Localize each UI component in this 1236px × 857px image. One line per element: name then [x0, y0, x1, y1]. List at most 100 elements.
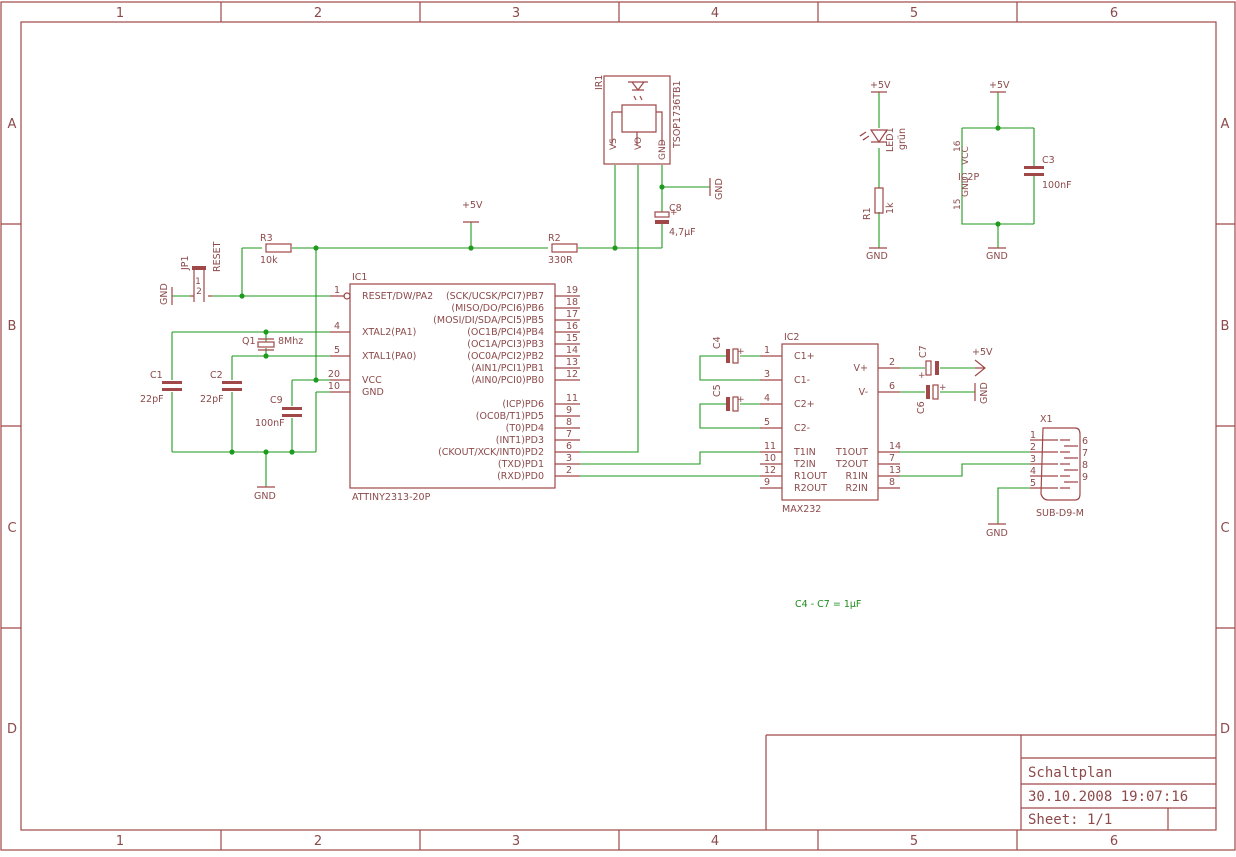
col-label-1-bottom: 1 — [116, 834, 124, 849]
ic1-pin-name: (AIN0/PCI0)PB0 — [471, 375, 544, 386]
ic1-pin-name: (OC0A/PCI2)PB2 — [467, 351, 544, 362]
ic1-pin-number: 7 — [566, 429, 572, 440]
gnd-label-led: GND — [866, 251, 888, 262]
ic1-pin-number: 11 — [566, 393, 578, 404]
gnd-label-ir1: GND — [714, 178, 725, 200]
row-label-b: B — [8, 319, 17, 334]
ic2-pin-name: R1OUT — [794, 471, 827, 482]
ic2-pin-number: 13 — [889, 465, 901, 476]
gnd-label-x1: GND — [986, 528, 1008, 539]
jumper-jp1: 1 2 JP1 RESET — [180, 241, 223, 302]
ic1-pin-number: 12 — [566, 369, 578, 380]
ir-receiver-ir1: VS VO GND IR1 TSOP1736TB1 — [594, 75, 683, 165]
vcc-label-c7: +5V — [972, 347, 993, 358]
ic1-pin-name: (INT1)PD3 — [496, 435, 544, 446]
ic2-pin-name: R1IN — [845, 471, 868, 482]
c7-ref: C7 — [918, 345, 929, 358]
ic1-pin-number: 20 — [328, 369, 340, 380]
ic2-pin-name: C1- — [794, 375, 810, 386]
q1-value: 8Mhz — [278, 336, 303, 347]
ic2-max232: IC2 MAX232 1C1+3C1-4C2+5C2-11T1IN10T2IN1… — [760, 332, 901, 515]
capacitor-c1: C1 22pF — [140, 370, 182, 405]
c8-ref: C8 — [669, 203, 682, 214]
capacitor-c9: C9 100nF — [255, 395, 302, 429]
ic2-body — [781, 343, 879, 501]
x1-pin-number: 6 — [1082, 436, 1088, 447]
c2-ref: C2 — [210, 370, 223, 381]
resistor-r2: R2 330R — [548, 233, 578, 266]
x1-pin-number: 9 — [1082, 472, 1088, 483]
vcc-label-ic2p: +5V — [989, 80, 1010, 91]
ir1-arrows — [633, 95, 643, 101]
ic2-pin-number: 9 — [764, 477, 770, 488]
x1-pin-number: 1 — [1030, 430, 1036, 441]
title-block-sheet: Sheet: 1/1 — [1028, 812, 1112, 828]
q1-ref: Q1 — [242, 336, 256, 347]
ic2p-gnd-pin: 15 — [953, 199, 963, 210]
ic1-pin-name: (OC1A/PCI3)PB3 — [467, 339, 544, 350]
ic1-pin-name: (OC1B/PCI4)PB4 — [467, 327, 544, 338]
c9-ref: C9 — [270, 395, 283, 406]
ic1-pin-number: 3 — [566, 453, 572, 464]
ic2-pin-number: 3 — [764, 369, 770, 380]
col-label-4-bottom: 4 — [711, 834, 719, 849]
capacitor-c5: + C5 — [712, 384, 745, 412]
ic2-pin-name: T2IN — [793, 459, 816, 470]
row-label-d-right: D — [1220, 722, 1230, 737]
ic2-pin-name: C2+ — [794, 399, 815, 410]
ic1-pin-number: 8 — [566, 417, 572, 428]
x1-pin-number: 2 — [1030, 442, 1036, 453]
col-label-3: 3 — [512, 6, 520, 21]
ic2-pin-number: 10 — [764, 453, 776, 464]
ic1-pin-number: 18 — [566, 297, 578, 308]
ic2-pin-number: 12 — [764, 465, 776, 476]
x1-pin-number: 8 — [1082, 460, 1088, 471]
c7-plus: + — [918, 371, 926, 381]
gnd-label-jp1: GND — [159, 283, 170, 305]
x1-pin-number: 7 — [1082, 448, 1088, 459]
col-label-6: 6 — [1110, 6, 1118, 21]
col-label-2: 2 — [314, 6, 322, 21]
ic1-pin-number: 2 — [566, 465, 572, 476]
ic1-right-pins: 19(SCK/UCSK/PCI7)PB718(MISO/DO/PCI6)PB61… — [433, 285, 580, 482]
c6-plus: + — [939, 383, 947, 393]
resistor-r3: R3 10k — [260, 233, 292, 266]
r1-value: 1k — [885, 202, 896, 214]
ic1-pin-name: (AIN1/PCI1)PB1 — [471, 363, 544, 374]
title-block-title: Schaltplan — [1028, 765, 1112, 781]
title-block-date: 30.10.2008 19:07:16 — [1028, 789, 1188, 805]
row-label-c: C — [7, 521, 16, 536]
ic1-pin-name: (ICP)PD6 — [502, 399, 544, 410]
ic1-pin-name: (RXD)PD0 — [497, 471, 544, 482]
c8-value: 4,7µF — [669, 227, 696, 238]
ic2-pin-number: 1 — [764, 345, 770, 356]
ic2-pin-name: T1IN — [793, 447, 816, 458]
junctions — [229, 125, 1001, 455]
led-led1: LED1 grün — [859, 127, 908, 152]
x1-pin-number: 4 — [1030, 466, 1036, 477]
ic2-pin-number: 14 — [889, 441, 901, 452]
r1-ref: R1 — [862, 207, 873, 220]
ic2-pin-name: T2OUT — [835, 459, 868, 470]
col-label-2-bottom: 2 — [314, 834, 322, 849]
jp1-pin2: 2 — [196, 287, 202, 297]
col-label-4: 4 — [711, 6, 719, 21]
ic2-pin-name: T1OUT — [835, 447, 868, 458]
ic1-pin-name: (CKOUT/XCK/INT0)PD2 — [438, 447, 544, 458]
gnd-label-c6: GND — [979, 382, 990, 404]
c5-ref: C5 — [712, 384, 723, 397]
ic2-pin-name: R2OUT — [794, 483, 827, 494]
col-label-3-bottom: 3 — [512, 834, 520, 849]
ic2-pin-number: 11 — [764, 441, 776, 452]
ic1-pin-number: 5 — [334, 345, 340, 356]
ic1-pin-number: 6 — [566, 441, 572, 452]
ic1-pin-number: 19 — [566, 285, 578, 296]
vcc-label-main: +5V — [462, 200, 483, 211]
ic1-pin-name: XTAL2(PA1) — [362, 327, 416, 338]
gnd-label-ic2p: GND — [986, 251, 1008, 262]
